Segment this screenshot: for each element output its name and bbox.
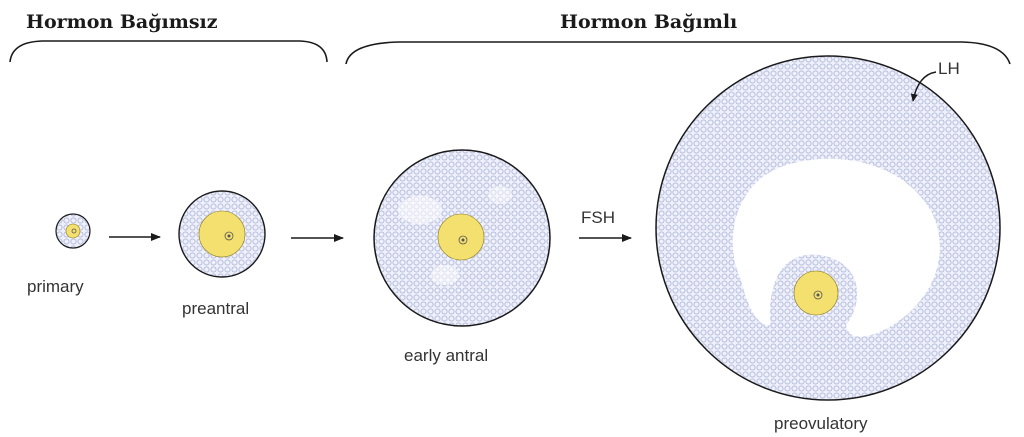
preantral-oocyte	[199, 211, 245, 257]
label-lh: LH	[938, 59, 960, 78]
preovulatory-follicle	[656, 56, 1000, 400]
preantral-follicle	[179, 191, 265, 277]
label-preovulatory: preovulatory	[774, 414, 868, 433]
label-preantral: preantral	[182, 299, 249, 318]
label-fsh: FSH	[581, 208, 615, 227]
preovulatory-oocyte	[794, 271, 838, 315]
header-hormone-independent: Hormon Bağımsız	[26, 11, 218, 33]
brace-hormone-independent	[10, 41, 327, 62]
primary-follicle	[56, 214, 90, 248]
primary-oocyte	[66, 224, 80, 238]
brace-hormone-dependent	[346, 42, 1010, 64]
label-early-antral: early antral	[404, 346, 488, 365]
header-hormone-dependent: Hormon Bağımlı	[560, 11, 737, 33]
early-antral-follicle	[374, 150, 550, 326]
label-primary: primary	[27, 277, 84, 296]
